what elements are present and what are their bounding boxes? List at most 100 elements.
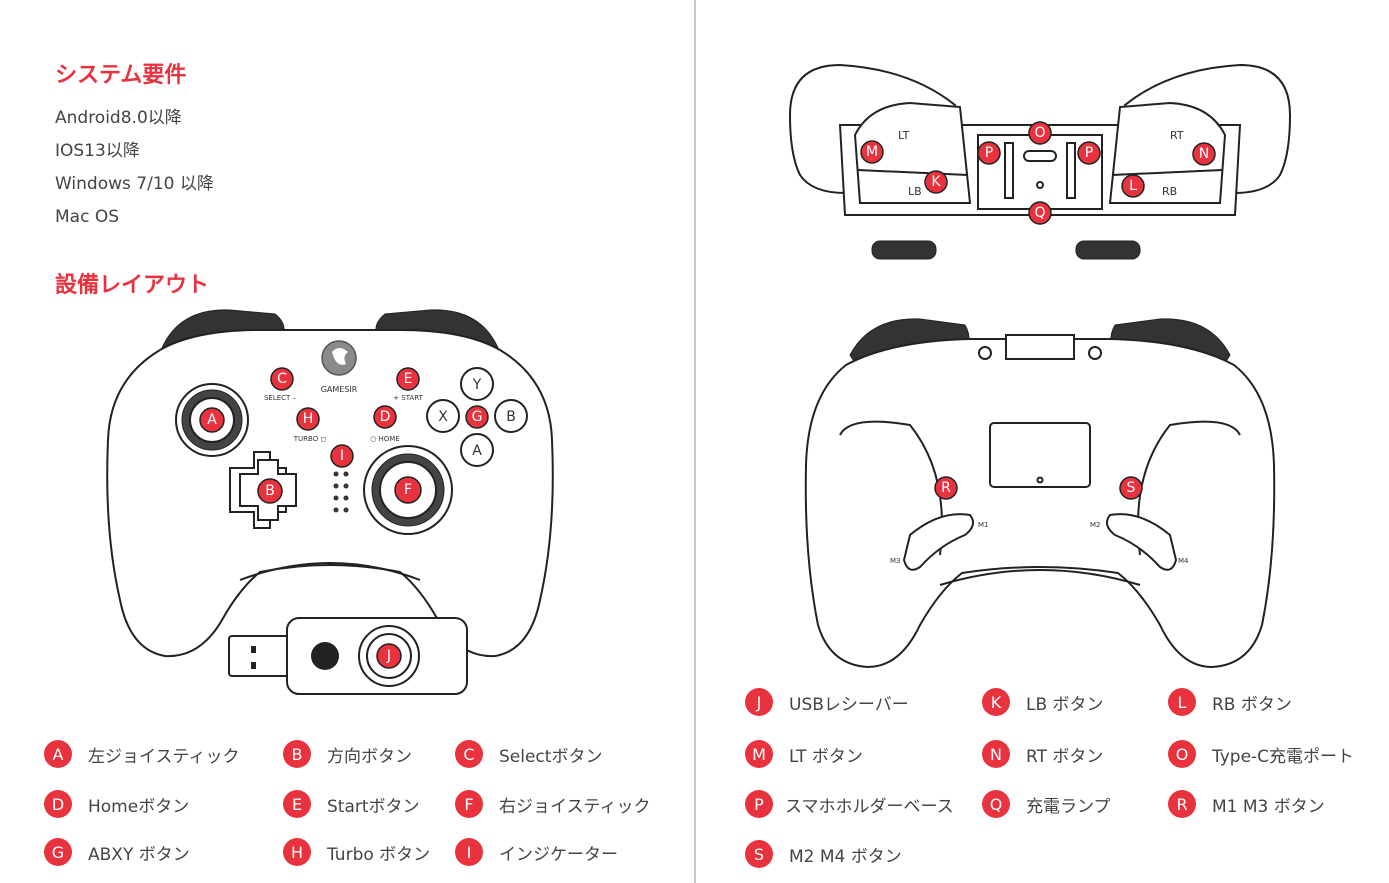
svg-text:A: A	[472, 443, 482, 459]
charge-lamp	[1036, 181, 1044, 189]
svg-text:J: J	[386, 648, 391, 664]
badge-n: N	[1192, 142, 1216, 166]
select-label: SELECT –	[264, 394, 297, 402]
badge-p-right: P	[1077, 141, 1101, 165]
svg-text:L: L	[1129, 178, 1137, 194]
badge-a: A	[199, 407, 225, 433]
svg-text:C: C	[277, 371, 287, 387]
right-stick-top	[1075, 240, 1141, 260]
svg-text:P: P	[1085, 145, 1093, 161]
svg-text:I: I	[340, 448, 344, 464]
badge-p-left: P	[977, 141, 1001, 165]
m2-m4-paddles	[1105, 513, 1178, 571]
badge-l: L	[1121, 174, 1145, 198]
svg-text:S: S	[1127, 480, 1136, 496]
face-button-a: A	[460, 433, 494, 467]
svg-text:R: R	[941, 480, 951, 496]
svg-text:H: H	[303, 411, 314, 427]
badge-h: H	[296, 407, 320, 431]
lb-label: LB	[908, 185, 922, 198]
brand-label: GAMESIR	[321, 385, 358, 394]
svg-text:G: G	[472, 409, 483, 425]
badge-r: R	[934, 476, 958, 500]
requirements-heading: システム要件	[55, 63, 187, 88]
controller-back-diagram: M1 M3 M2 M4 R S	[804, 318, 1276, 669]
svg-text:X: X	[438, 409, 448, 425]
logo-emblem	[332, 348, 348, 365]
svg-text:B: B	[265, 483, 275, 499]
badge-m: M	[860, 140, 884, 164]
m1-label: M1	[978, 521, 989, 529]
svg-text:E: E	[404, 371, 413, 387]
m3-label: M3	[890, 557, 901, 565]
start-label: + START	[393, 394, 423, 402]
badge-c: C	[270, 367, 294, 391]
controller-front-diagram: GAMESIR SELECT – + START TURBO ◻ ○ HOME …	[106, 309, 554, 658]
badge-k: K	[924, 170, 948, 194]
rb-label: RB	[1162, 185, 1177, 198]
badge-d: D	[373, 405, 397, 429]
rt-label: RT	[1170, 129, 1184, 142]
m4-label: M4	[1178, 557, 1189, 565]
column-divider	[694, 0, 696, 883]
badge-j: J	[376, 643, 402, 669]
m2-label: M2	[1090, 521, 1101, 529]
badge-b: B	[257, 478, 283, 504]
svg-text:M: M	[866, 144, 878, 160]
badge-f: F	[394, 476, 422, 504]
battery-cover	[989, 422, 1091, 488]
usb-plug	[228, 635, 290, 677]
svg-text:Q: Q	[1034, 205, 1045, 221]
badge-i: I	[330, 444, 354, 468]
svg-text:Y: Y	[472, 377, 482, 393]
svg-text:F: F	[404, 482, 412, 498]
badge-o: O	[1028, 121, 1052, 145]
controller-grip-line	[239, 562, 421, 581]
back-body	[804, 338, 1276, 669]
requirements-list: Android8.0以降 IOS13以降 Windows 7/10 以降 Mac…	[55, 106, 214, 238]
svg-text:D: D	[380, 409, 391, 425]
turbo-label: TURBO ◻	[293, 435, 327, 443]
svg-text:B: B	[506, 409, 516, 425]
svg-text:N: N	[1199, 146, 1209, 162]
type-c-port	[1023, 150, 1057, 162]
home-label: ○ HOME	[370, 435, 400, 443]
requirement-windows: Windows 7/10 以降	[55, 174, 214, 194]
indicator-dots	[333, 471, 349, 513]
svg-text:O: O	[1034, 125, 1045, 141]
lt-label: LT	[898, 129, 910, 142]
layout-heading: 設備レイアウト	[55, 273, 210, 298]
left-stick-top	[871, 240, 937, 260]
controller-top-diagram: LT RT LB RB M N K L O P P Q	[788, 63, 1292, 260]
receiver-logo-icon	[311, 642, 339, 670]
svg-text:A: A	[207, 412, 217, 428]
badge-s: S	[1119, 476, 1143, 500]
requirement-macos: Mac OS	[55, 207, 120, 227]
requirement-android: Android8.0以降	[55, 108, 182, 128]
svg-text:P: P	[985, 145, 993, 161]
badge-e: E	[396, 367, 420, 391]
svg-text:K: K	[931, 174, 941, 190]
requirement-ios: IOS13以降	[55, 141, 140, 161]
face-button-b: B	[494, 399, 528, 433]
badge-g: G	[465, 405, 489, 429]
